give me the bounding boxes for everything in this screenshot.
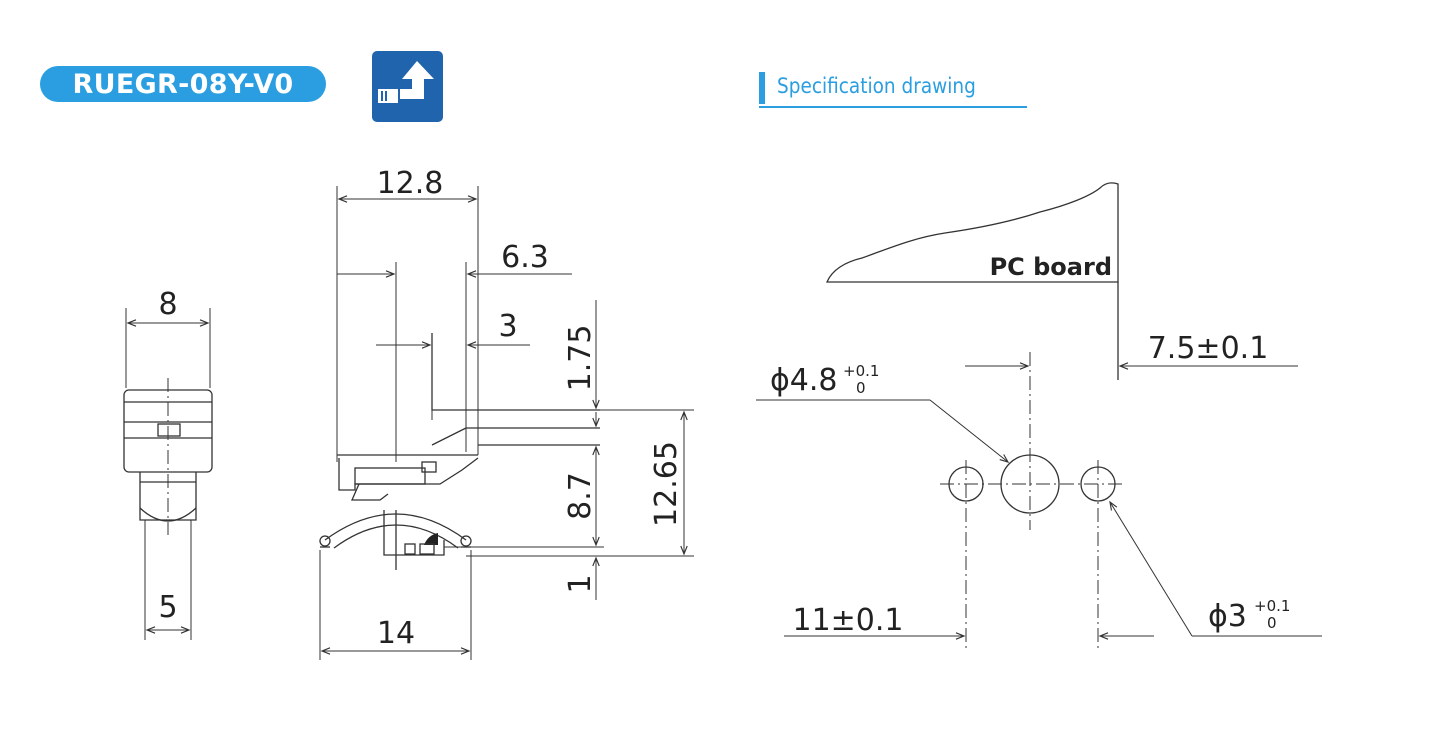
hole-small-right: [1080, 466, 1116, 502]
hole-small-tol-lower: 0: [1267, 614, 1277, 632]
section-title-text: Specification drawing: [777, 74, 976, 98]
hole-small-left: [948, 466, 984, 502]
dim-front-width-total: 12.8: [377, 166, 444, 201]
dim-edge-distance: 7.5±0.1: [1148, 331, 1269, 366]
panel-hole-view: PC board 7.5±0.1 ϕ4.8 +0.1 0 ϕ3 +0.1 0 1…: [756, 182, 1322, 650]
front-view: 12.8 6.3 3: [319, 166, 694, 660]
model-name: RUEGR-08Y-V0: [72, 68, 294, 100]
dim-front-height-b: 8.7: [563, 472, 598, 520]
dim-side-width-bottom: 5: [158, 590, 177, 625]
dim-front-offset-b: 3: [498, 309, 517, 344]
mount-direction-icon: [372, 51, 443, 122]
hole-large-tol-lower: 0: [856, 379, 866, 397]
hole-small-tol-upper: +0.1: [1254, 597, 1290, 615]
dim-front-height-total: 12.65: [649, 441, 684, 527]
hole-large-tol-upper: +0.1: [843, 362, 879, 380]
dim-front-width-clip: 14: [377, 616, 415, 651]
board-label: PC board: [990, 253, 1112, 281]
dim-front-height-a: 1.75: [563, 325, 598, 392]
side-view: 8 5: [123, 287, 213, 640]
section-title-bar: [759, 72, 765, 104]
dim-front-offset-a: 6.3: [501, 240, 549, 275]
hole-large-label: ϕ4.8: [770, 363, 838, 398]
dim-hole-pitch: 11±0.1: [792, 603, 903, 638]
section-title: Specification drawing: [759, 72, 1027, 108]
dim-front-height-c: 1: [563, 574, 598, 593]
hole-small-label: ϕ3: [1208, 599, 1247, 634]
model-badge: RUEGR-08Y-V0: [40, 66, 326, 102]
hole-large: [1000, 454, 1060, 514]
dim-side-width-top: 8: [158, 287, 177, 322]
